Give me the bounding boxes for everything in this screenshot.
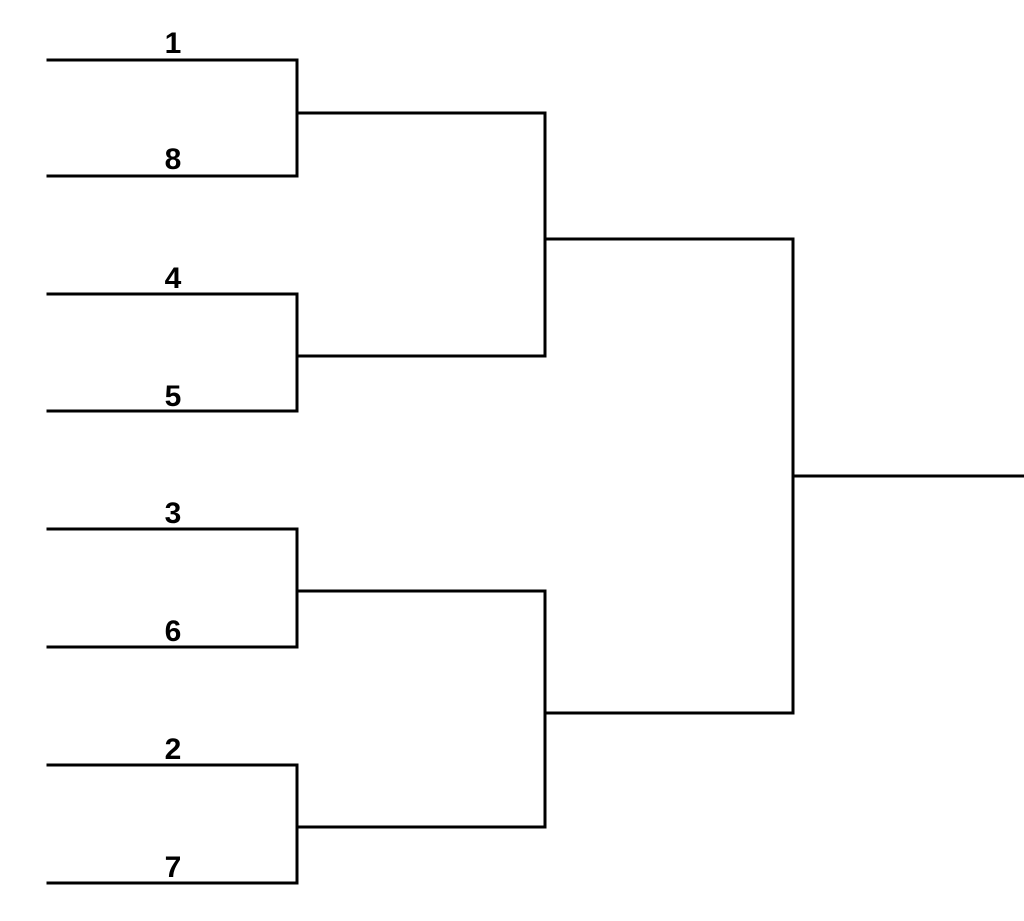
seed-label-6: 6 (165, 615, 182, 648)
seed-label-5: 3 (165, 497, 182, 530)
seed-label-3: 4 (165, 262, 182, 295)
seed-label-4: 5 (165, 380, 182, 413)
seed-label-7: 2 (165, 733, 182, 766)
seed-label-1: 1 (165, 27, 182, 60)
seed-label-8: 7 (165, 851, 182, 884)
seed-label-2: 8 (165, 143, 182, 176)
